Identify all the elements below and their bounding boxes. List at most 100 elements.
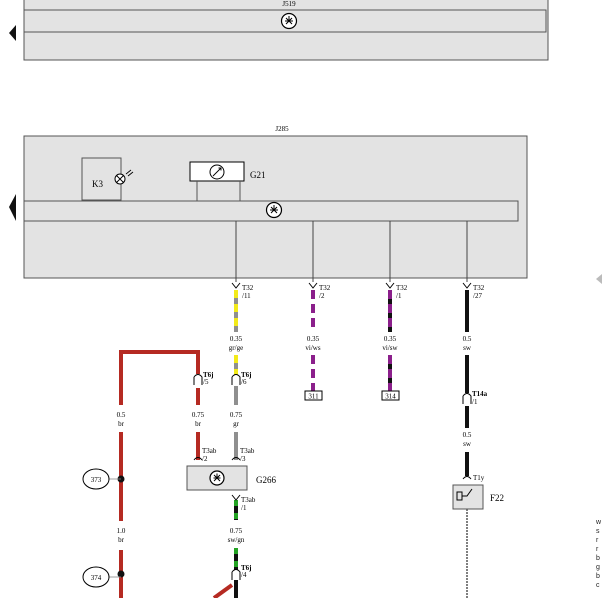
ground-icon: [209, 470, 225, 486]
svg-text:sw: sw: [463, 344, 472, 352]
connector-t6j-6: T6j /6: [241, 371, 252, 386]
wire-label: 0.35 vi/sw: [382, 335, 398, 352]
wire-label: 1.0 br: [117, 527, 126, 544]
wire-label: 0.35 gr/ge: [229, 335, 243, 352]
svg-text:b: b: [596, 555, 600, 562]
ref-circle-373[interactable]: 373: [82, 468, 110, 490]
svg-text:374: 374: [91, 574, 102, 582]
internal-wiring: [235, 221, 468, 282]
svg-text:/6: /6: [241, 378, 247, 386]
j519-module: J519: [23, 0, 549, 61]
connector-t3ab-1: T3ab /1: [241, 496, 256, 512]
lamp-icon: [114, 169, 134, 185]
wire-label: 0.5 sw: [463, 431, 472, 448]
svg-text:T6j: T6j: [241, 371, 252, 379]
wire-br-diagonal: [212, 583, 234, 598]
j285-label: J285: [275, 125, 289, 133]
connector-t3ab-2: T3ab /2: [202, 447, 217, 463]
connector-t6j-4: T6j /4: [241, 564, 252, 579]
f22-switch: F22: [452, 484, 504, 510]
svg-text:br: br: [118, 536, 125, 544]
svg-text:T3ab: T3ab: [202, 447, 217, 455]
connector-t32-1: T32 /1: [396, 284, 408, 300]
svg-text:br: br: [195, 420, 202, 428]
j519-label: J519: [282, 0, 296, 8]
ref-box-314[interactable]: 314: [381, 390, 400, 401]
wire-br-loop: [119, 350, 200, 598]
svg-text:vi/ws: vi/ws: [305, 344, 320, 352]
svg-text:/1: /1: [396, 292, 402, 300]
svg-text:vi/sw: vi/sw: [382, 344, 398, 352]
svg-text:1.0: 1.0: [117, 527, 126, 535]
connector-t14a-1: T14a /1: [472, 390, 488, 406]
wire-label: 0.5 br: [117, 411, 126, 428]
f22-label: F22: [490, 493, 504, 503]
svg-text:/2: /2: [319, 292, 325, 300]
svg-text:T32: T32: [242, 284, 254, 292]
svg-text:sw: sw: [463, 440, 472, 448]
svg-text:b: b: [596, 573, 600, 580]
svg-text:311: 311: [308, 393, 319, 401]
svg-text:T32: T32: [396, 284, 408, 292]
wire-label: 0.75 br: [192, 411, 205, 428]
wire-label: 0.75 sw/gn: [228, 527, 245, 544]
svg-text:w: w: [595, 519, 602, 526]
connector-t32-11: T32 /11: [242, 284, 254, 300]
ground-icon: [280, 12, 298, 30]
svg-text:T3ab: T3ab: [241, 496, 256, 504]
svg-text:gr: gr: [233, 420, 240, 428]
connector-t3ab-3: T3ab /3: [240, 447, 255, 463]
svg-text:s: s: [596, 528, 600, 535]
svg-text:T1y: T1y: [473, 474, 485, 482]
svg-text:373: 373: [91, 476, 102, 484]
svg-text:0.75: 0.75: [230, 411, 243, 419]
svg-text:T6j: T6j: [241, 564, 252, 572]
connector-t6j-5: T6j /5: [203, 371, 214, 386]
svg-text:T3ab: T3ab: [240, 447, 255, 455]
svg-text:314: 314: [385, 393, 396, 401]
svg-text:0.5: 0.5: [117, 411, 126, 419]
side-text: w s r r b g b c: [595, 519, 602, 589]
svg-text:0.5: 0.5: [463, 431, 472, 439]
svg-text:T14a: T14a: [472, 390, 488, 398]
wire-label: 0.75 gr: [230, 411, 243, 428]
svg-text:/5: /5: [203, 378, 209, 386]
svg-text:br: br: [118, 420, 125, 428]
scroll-left-arrow-icon[interactable]: [9, 194, 16, 221]
switch-icon: [456, 488, 473, 501]
k3-label: K3: [92, 179, 103, 189]
svg-text:gr/ge: gr/ge: [229, 344, 243, 352]
scroll-left-arrow-icon[interactable]: [9, 25, 16, 41]
svg-text:0.5: 0.5: [463, 335, 472, 343]
connector-t32-27: T32 /27: [473, 284, 485, 300]
svg-text:0.75: 0.75: [192, 411, 205, 419]
svg-text:0.35: 0.35: [307, 335, 320, 343]
svg-text:0.75: 0.75: [230, 527, 243, 535]
connector-t32-2: T32 /2: [319, 284, 331, 300]
svg-text:r: r: [596, 546, 599, 553]
svg-text:/2: /2: [202, 455, 208, 463]
svg-text:0.35: 0.35: [384, 335, 397, 343]
connector-t1y: T1y: [473, 474, 485, 482]
ref-box-311[interactable]: 311: [304, 390, 323, 401]
svg-text:T32: T32: [473, 284, 485, 292]
svg-text:/3: /3: [240, 455, 246, 463]
svg-text:T6j: T6j: [203, 371, 214, 379]
connector-pins: [193, 282, 472, 580]
splice-point: [117, 570, 125, 578]
svg-text:T32: T32: [319, 284, 331, 292]
g266-sender: G266: [186, 465, 276, 491]
ground-icon: [265, 201, 283, 219]
svg-text:r: r: [596, 537, 599, 544]
svg-text:c: c: [596, 582, 600, 589]
wire-label: 0.5 sw: [463, 335, 472, 352]
g266-label: G266: [256, 475, 276, 485]
svg-text:/1: /1: [472, 398, 478, 406]
gauge-icon: [209, 164, 225, 180]
g21-label: G21: [250, 170, 266, 180]
ref-circle-374[interactable]: 374: [82, 566, 110, 588]
svg-text:/11: /11: [242, 292, 251, 300]
svg-text:/27: /27: [473, 292, 482, 300]
scroll-right-arrow-icon[interactable]: [596, 274, 602, 284]
svg-text:0.35: 0.35: [230, 335, 243, 343]
